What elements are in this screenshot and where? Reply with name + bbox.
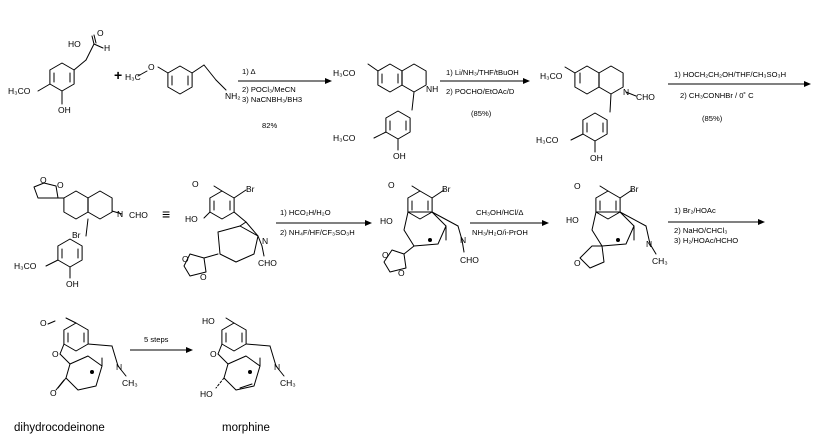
compound-bromo-ketone: O Br HO N CH₃ O [566, 181, 668, 269]
ome-label-10: O [40, 318, 47, 328]
cho-label-2: CHO [129, 210, 148, 220]
nh-label: NH [426, 84, 438, 94]
morphine-name: morphine [222, 422, 270, 434]
compound-folded-ketal: O Br HO N CHO O O [182, 179, 277, 282]
reaction-arrow-1: 1) Δ 2) POCl₃/MeCN 3) NaCNBH₃/BH3 82% [238, 67, 332, 130]
me-label-11: CH₃ [280, 378, 296, 388]
h3co-label-2: H₃CO [333, 68, 356, 78]
step4-line1: 1) HCO₂H/H₂O [280, 208, 331, 217]
step5-line2: NH₃/H₂O/i-PrOH [472, 228, 528, 237]
step6-line3: 3) H₂/HOAc/HCHO [674, 236, 738, 245]
acid-oh-label: HO [68, 39, 81, 49]
step6-line2: 2) NaHO/CHCl₃ [674, 226, 727, 235]
amine-ome-o: O [148, 62, 155, 72]
step3-line2: 2) CH₃CONHBr / 0˚ C [680, 91, 754, 100]
oh-label-1: OH [58, 105, 71, 115]
dihydrocodeinone-name: dihydrocodeinone [14, 422, 105, 434]
n-label-7: N [262, 236, 268, 246]
compound-morphine: HO O HO N CH₃ [200, 316, 296, 399]
step2-line2: 2) POCHO/EtOAc/D [446, 87, 515, 96]
reaction-arrow-6: 1) Br₂/HOAc 2) NaHO/CHCl₃ 3) H₂/HOAc/HCH… [668, 206, 765, 245]
n-label-9: N [646, 239, 652, 249]
br-label-3: Br [442, 184, 451, 194]
oh-label-2: OH [393, 151, 406, 161]
o-label-7a: O [182, 254, 189, 264]
ketal-o-2: O [57, 180, 64, 190]
compound-ketal: O O N CHO Br H₃CO OH [14, 175, 148, 289]
ome-label-7: O [192, 179, 199, 189]
step1-line1: 1) Δ [242, 67, 256, 76]
step3-yield: (85%) [702, 114, 723, 123]
compound-formamide: H₃CO N CHO H₃CO OH [536, 65, 655, 163]
h3co-label-5: H₃CO [536, 135, 559, 145]
acid-oh-2: H [104, 43, 110, 53]
ho-label-8: HO [380, 216, 393, 226]
ring-o-label-11: O [210, 349, 217, 359]
step3-line1: 1) HOCH₂CH₂OH/THF/CH₃SO₃H [674, 70, 786, 79]
cho-label-7: CHO [258, 258, 277, 268]
ome-label-8: O [388, 180, 395, 190]
h3co-label-1: H₃CO [8, 86, 31, 96]
ho-label-9: HO [566, 215, 579, 225]
equivalence-sign: ≡ [162, 206, 170, 222]
me-label-10: CH₃ [122, 378, 138, 388]
o-label-8b: O [398, 268, 405, 278]
compound-cyclized-ketal: O Br HO N CHO O O [380, 180, 479, 278]
h3co-label-6: H₃CO [14, 261, 37, 271]
me-label-9: CH₃ [652, 256, 668, 266]
reaction-arrow-4: 1) HCO₂H/H₂O 2) NH₄F/HF/CF₃SO₃H [276, 208, 372, 237]
compound-acid: HO O H H₃CO OH [8, 28, 110, 115]
oh-label-4: OH [66, 279, 79, 289]
step2-yield: (85%) [471, 109, 492, 118]
methoxy-ch3: H₃C [125, 72, 141, 82]
step6-line1: 1) Br₂/HOAc [674, 206, 716, 215]
cho-label-8: CHO [460, 255, 479, 265]
plus-sign: + [114, 67, 122, 83]
h3co-label-3: H₃CO [333, 133, 356, 143]
step2-line1: 1) Li/NH₃/THF/tBuOH [446, 68, 519, 77]
nh2-label: NH₂ [225, 91, 241, 101]
oh-label-3: OH [590, 153, 603, 163]
compound-dihydrocodeinone: O O O N CH₃ [40, 317, 138, 398]
cho-label-1: CHO [636, 92, 655, 102]
reaction-arrow-5: CH₃OH/HCl/Δ NH₃/H₂O/i-PrOH [470, 208, 549, 237]
ho-label-7: HO [185, 214, 198, 224]
ketone-label-9: O [574, 258, 581, 268]
br-label-2: Br [246, 184, 255, 194]
acid-carbonyl-o: O [97, 28, 104, 38]
n-label-11: N [274, 362, 280, 372]
reaction-arrow-2: 1) Li/NH₃/THF/tBuOH 2) POCHO/EtOAc/D (85… [440, 68, 530, 118]
compound-amine: H₃C O NH₂ [125, 62, 241, 101]
br-label-1: Br [72, 230, 81, 240]
step1-line2: 2) POCl₃/MeCN [242, 85, 296, 94]
ho-label-11b: HO [200, 389, 213, 399]
step7-line1: 5 steps [144, 335, 169, 344]
compound-thiq: H₃CO NH H₃CO OH [333, 63, 438, 161]
n-label-8: N [460, 235, 466, 245]
o-label-7b: O [200, 272, 207, 282]
ring-o-label-10: O [52, 349, 59, 359]
o-label-8a: O [382, 250, 389, 260]
step1-yield: 82% [262, 121, 277, 130]
reaction-arrow-3: 1) HOCH₂CH₂OH/THF/CH₃SO₃H 2) CH₃CONHBr /… [668, 70, 811, 123]
ketone-label-10: O [50, 388, 57, 398]
n-label-10: N [116, 362, 122, 372]
ho-label-11: HO [202, 316, 215, 326]
ome-label-9: O [574, 181, 581, 191]
step5-line1: CH₃OH/HCl/Δ [476, 208, 523, 217]
reaction-arrow-7: 5 steps [130, 335, 193, 353]
ncho-n-2: N [117, 209, 123, 219]
h3co-label-4: H₃CO [540, 71, 563, 81]
ncho-n-1: N [623, 87, 629, 97]
step1-line3: 3) NaCNBH₃/BH3 [242, 95, 302, 104]
ketal-o-1: O [40, 175, 47, 185]
br-label-4: Br [630, 184, 639, 194]
step4-line2: 2) NH₄F/HF/CF₃SO₃H [280, 228, 355, 237]
